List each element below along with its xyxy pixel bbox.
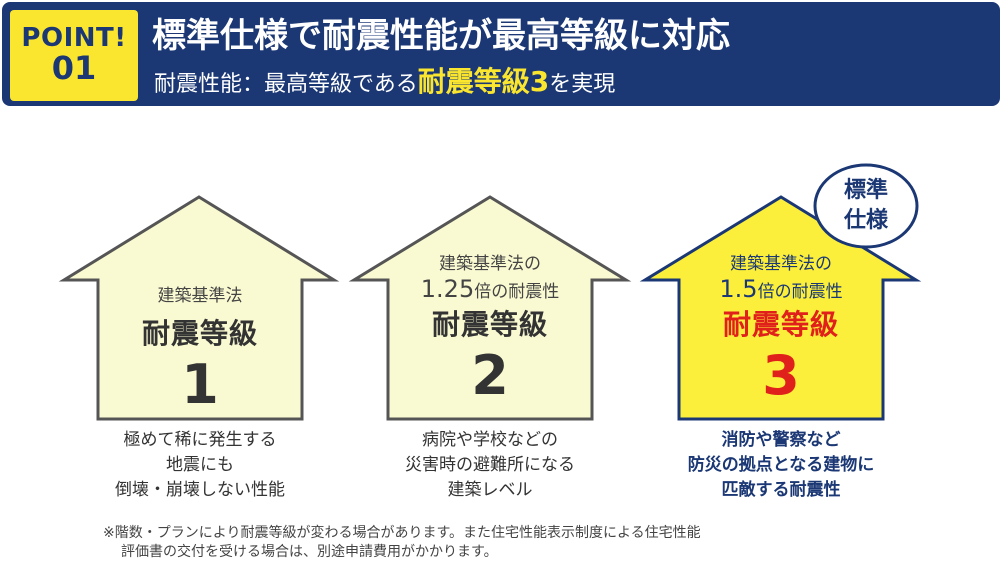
caption-line: 匹敵する耐震性 [721,480,841,500]
subtitle-prefix: 耐震性能：最高等級である [154,72,418,97]
multiplier-number: 1.5 [719,275,758,303]
point-number: 01 [51,49,97,88]
subtitle-suffix: を実現 [549,72,616,97]
footnote: ※階数・プランにより耐震等級が変わる場合があります。また住宅性能表示制度による住… [103,524,701,562]
multiplier-text: 1.5倍の耐震性 [671,276,891,305]
caption-grade-2: 病院や学校などの 災害時の避難所になる 建築レベル [360,428,620,503]
caption-line: 消防や警察など [721,430,841,450]
badge-line-1: 標準 [843,178,888,203]
caption-line: 防災の拠点となる建物に [687,455,875,475]
standard-badge-circle [813,163,919,249]
caption-line: 病院や学校などの [422,430,558,450]
caption-line: 倒壊・崩壊しない性能 [115,480,285,500]
multiplier-text: 1.25倍の耐震性 [380,276,600,305]
page-subtitle: 耐震性能：最高等級である耐震等級3を実現 [154,62,615,105]
house-shape-grade-2 [348,195,632,421]
house-shape-grade-1 [58,195,340,421]
law-text: 建築基準法の [730,254,832,274]
caption-grade-3: 消防や警察など 防災の拠点となる建物に 匹敵する耐震性 [651,428,911,503]
grade-label: 耐震等級 [141,317,258,350]
page-title: 標準仕様で耐震性能が最高等級に対応 [152,16,730,56]
standard-badge: 標準 仕様 [813,163,919,249]
caption-grade-1: 極めて稀に発生する 地震にも 倒壊・崩壊しない性能 [70,428,330,503]
subtitle-highlight: 耐震等級3 [417,65,550,98]
house-shape-grade-3 [639,195,922,421]
law-text: 建築基準法の [439,254,541,274]
grade-label: 耐震等級 [431,308,548,341]
footnote-line-2: 評価書の交付を受ける場合は、別途申請費用がかかります。 [121,544,498,560]
law-text: 建築基準法 [157,286,243,306]
house-label-grade-3: 建築基準法の 1.5倍の耐震性 耐震等級 3 [671,252,891,407]
caption-line: 建築レベル [447,480,533,500]
point-badge: POINT! 01 [10,10,138,101]
house-label-grade-1: 建築基準法 耐震等級 1 [90,284,310,416]
badge-line-2: 仕様 [843,208,888,233]
footnote-line-1: ※階数・プランにより耐震等級が変わる場合があります。また住宅性能表示制度による住… [103,525,701,541]
point-label: POINT! [21,23,127,54]
caption-line: 災害時の避難所になる [405,455,575,475]
grade-label: 耐震等級 [722,308,839,341]
grade-number: 2 [471,344,509,407]
grade-number: 3 [762,344,800,407]
multiplier-number: 1.25 [420,275,475,303]
multiplier-suffix: 倍の耐震性 [757,282,843,302]
header-banner: POINT! 01 標準仕様で耐震性能が最高等級に対応 耐震性能：最高等級である… [2,2,1000,106]
grade-number: 1 [181,353,219,416]
multiplier-suffix: 倍の耐震性 [474,282,560,302]
caption-line: 地震にも [166,455,234,475]
house-label-grade-2: 建築基準法の 1.25倍の耐震性 耐震等級 2 [380,252,600,407]
caption-line: 極めて稀に発生する [123,430,277,450]
